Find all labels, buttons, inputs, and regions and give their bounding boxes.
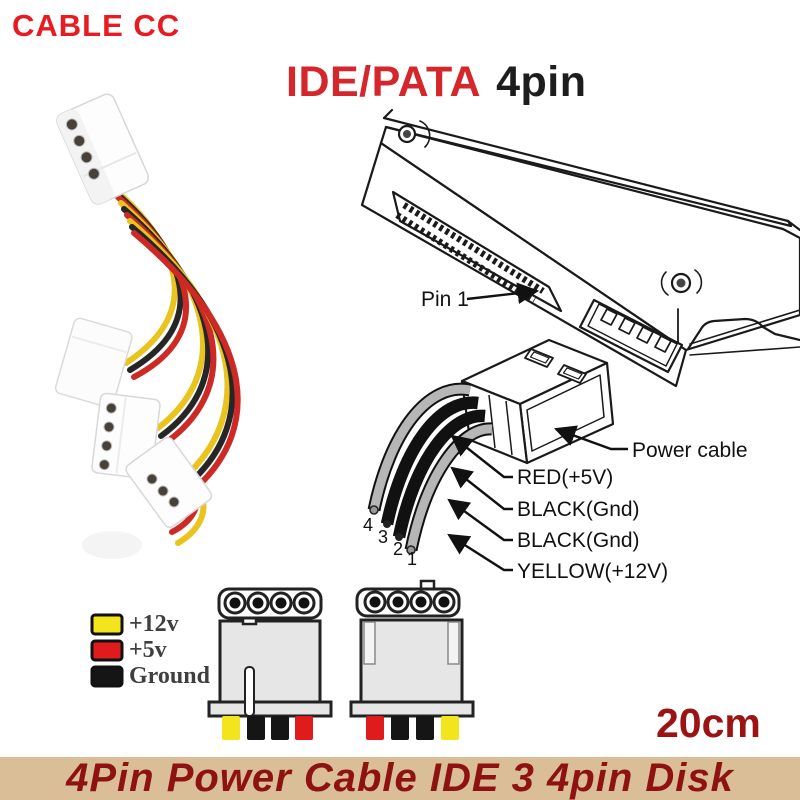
black-wire-pointer-arrow: [450, 466, 513, 511]
wire-label-black2: BLACK(Gnd): [517, 529, 640, 552]
yellow-wire-pointer-arrow: [447, 533, 513, 572]
photo-connector-lower: [125, 436, 213, 529]
wire-label-yellow: YELLOW(+12V): [517, 560, 668, 583]
pin1-label: Pin 1: [421, 288, 469, 311]
pin-number-2: 2: [393, 539, 403, 559]
wire-stub: [366, 716, 384, 740]
pin-number-3: 3: [378, 527, 388, 547]
wire-stub: [271, 716, 289, 740]
wire-stub: [391, 716, 409, 740]
molex-front-view-right: [349, 579, 475, 740]
page-title: IDE/PATA 4pin: [286, 58, 587, 107]
legend-label-12v: +12v: [129, 611, 179, 637]
legend-label-ground: Ground: [129, 663, 210, 689]
red-wire-pointer-arrow: [450, 434, 513, 479]
cable-length-label: 20cm: [656, 700, 761, 746]
drive-top-face: [379, 125, 800, 352]
wire-label-black1: BLACK(Gnd): [517, 498, 640, 521]
wire-stub: [222, 716, 240, 740]
wire-label-red: RED(+5V): [517, 466, 613, 489]
black-wire2-pointer-arrow: [447, 498, 513, 542]
wire-stub: [416, 716, 434, 740]
bottom-banner: 4Pin Power Cable IDE 3 4pin Disk: [0, 756, 800, 800]
molex-connector-views: [207, 579, 475, 740]
legend-label-5v: +5v: [129, 637, 167, 663]
plug-wires: [367, 382, 493, 555]
wire-stub: [247, 716, 265, 740]
drive-power-socket: [578, 298, 684, 374]
color-legend: +12v +5v Ground: [90, 611, 210, 689]
photo-shadow: [82, 531, 142, 559]
legend-swatch-black: [90, 665, 124, 687]
photo-connector-top: [56, 93, 150, 205]
screw-icon: [397, 120, 431, 148]
screw-icon: [660, 269, 703, 296]
pin-number-1: 1: [407, 549, 417, 569]
ide-drive-diagram: [360, 108, 800, 388]
pin1-pointer-arrow: [466, 282, 540, 304]
ide-connector: [391, 190, 563, 313]
photo-pin-hole: [146, 473, 158, 485]
power-cable-connector-diagram: [460, 338, 615, 465]
title-4pin: 4pin: [496, 58, 587, 106]
product-photo-cable: [54, 93, 241, 559]
brand-logo: CABLE CC: [12, 8, 181, 43]
wire-stub: [441, 716, 459, 740]
legend-row-5v: +5v: [90, 637, 210, 663]
product-title: 4Pin Power Cable IDE 3 4pin Disk: [66, 756, 734, 800]
photo-pin-hole: [168, 496, 180, 508]
power-cable-label: Power cable: [632, 439, 748, 462]
diagram-labels: Pin 1 Power cable RED(+5V) BLACK(Gnd) BL…: [363, 288, 748, 583]
molex-front-view-left: [207, 587, 333, 740]
wire-stub: [295, 716, 313, 740]
legend-row-12v: +12v: [90, 611, 210, 637]
legend-swatch-red: [90, 639, 124, 661]
pin-number-4: 4: [363, 515, 373, 535]
title-ide-pata: IDE/PATA: [286, 58, 482, 106]
photo-pin-hole: [157, 485, 169, 497]
power-cable-pointer-arrow: [553, 425, 628, 451]
pointer-lines: [447, 282, 628, 572]
legend-swatch-yellow: [90, 613, 124, 635]
photo-connector-upper: [54, 317, 133, 408]
photo-wires: [107, 182, 241, 546]
legend-row-ground: Ground: [90, 663, 210, 689]
